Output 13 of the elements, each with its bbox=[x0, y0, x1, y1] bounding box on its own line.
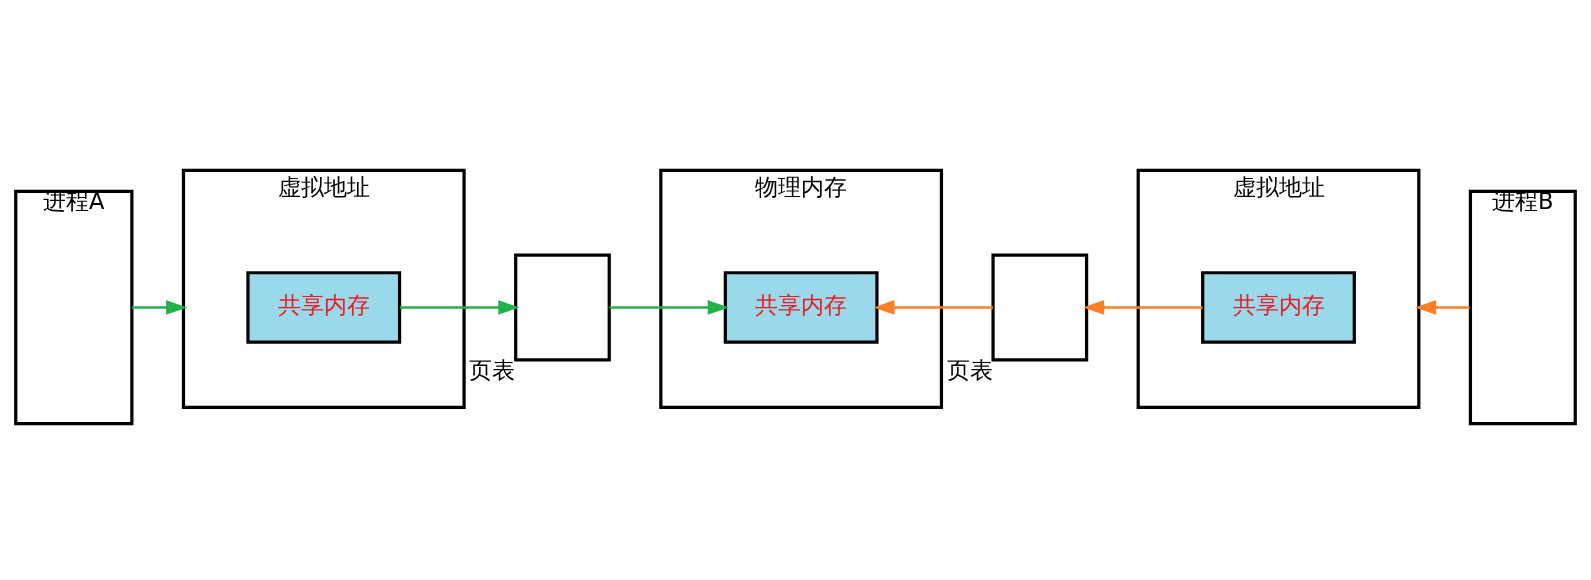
arrow bbox=[609, 299, 729, 315]
node-box: 共享内存 bbox=[246, 270, 402, 344]
arrow bbox=[873, 299, 993, 315]
node-label: 页表 bbox=[469, 356, 516, 383]
node-box bbox=[991, 252, 1089, 361]
arrow bbox=[1083, 299, 1203, 315]
arrow bbox=[1415, 299, 1470, 315]
arrow bbox=[132, 299, 188, 315]
node-box bbox=[514, 252, 611, 361]
node-label: 页表 bbox=[946, 356, 993, 383]
arrow bbox=[399, 299, 520, 315]
node-box: 共享内存 bbox=[1201, 270, 1356, 344]
node-box: 共享内存 bbox=[723, 270, 879, 344]
